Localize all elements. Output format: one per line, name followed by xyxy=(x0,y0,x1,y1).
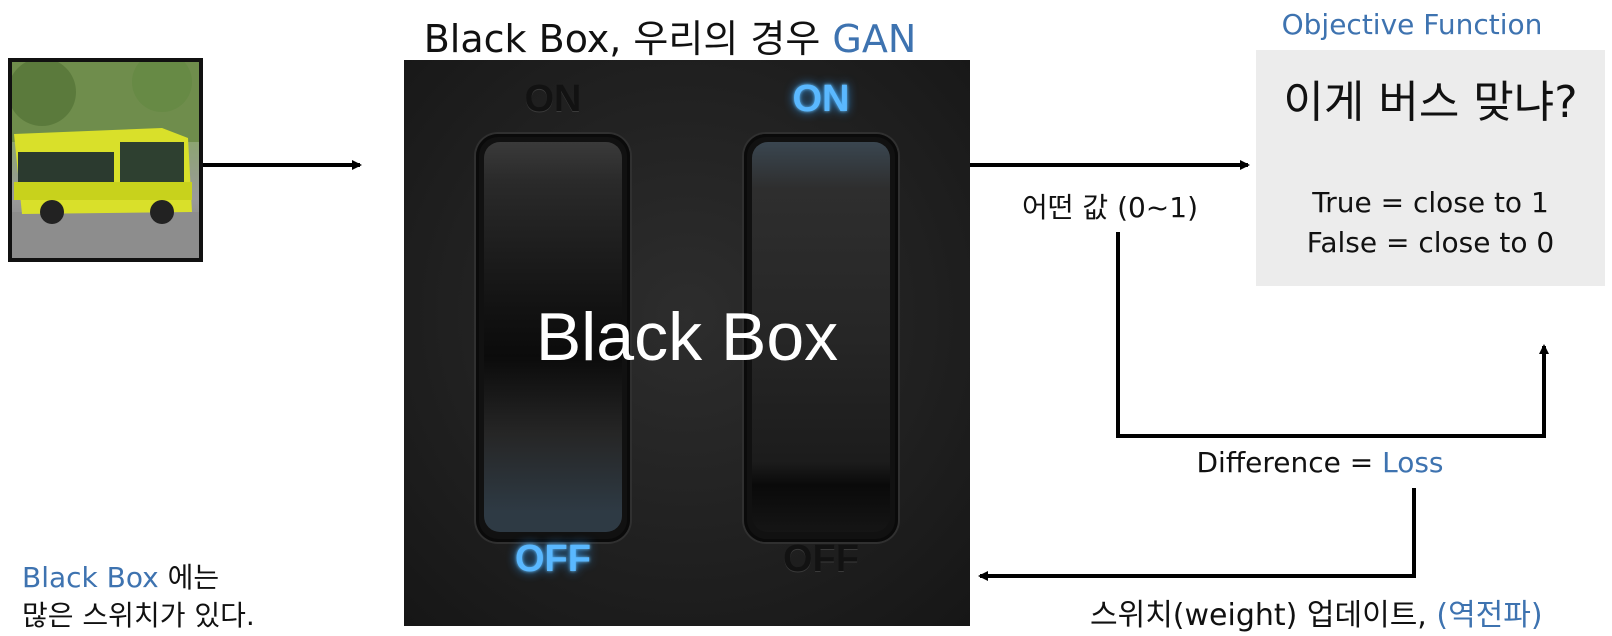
difference-label: Difference = Loss xyxy=(1170,446,1470,479)
black-box-switch-panel: ON ON OFF OFF Black Box xyxy=(404,60,970,626)
difference-prefix: Difference = xyxy=(1196,446,1383,479)
objective-question: 이게 버스 맞냐? xyxy=(1283,77,1578,128)
output-value-label: 어떤 값 (0~1) xyxy=(1021,191,1199,224)
true-condition: True = close to 1 xyxy=(1312,186,1549,219)
note-highlight: Black Box xyxy=(22,561,159,594)
note-line-1: Black Box 에는 xyxy=(22,556,219,596)
panel-title-prefix: Black Box, 우리의 경우 xyxy=(423,17,833,61)
objective-function-title: Objective Function xyxy=(1281,8,1543,41)
weight-update-label: 스위치(weight) 업데이트, (역전파) xyxy=(1090,590,1610,634)
panel-title-highlight: GAN xyxy=(832,17,917,61)
panel-title: Black Box, 우리의 경우 GAN xyxy=(380,8,960,63)
bus-illustration xyxy=(12,62,199,258)
left-switch-off-label: OFF xyxy=(515,538,591,580)
loss-highlight: Loss xyxy=(1382,446,1444,479)
update-arrow xyxy=(978,488,1416,581)
left-switch-rocker xyxy=(484,142,622,532)
objective-function-box: 이게 버스 맞냐? True = close to 1 False = clos… xyxy=(1256,50,1605,286)
right-switch-rocker xyxy=(752,142,890,532)
left-switch xyxy=(476,134,630,542)
note-line-2: 많은 스위치가 있다. xyxy=(22,599,255,632)
weight-update-prefix: 스위치(weight) 업데이트, xyxy=(1090,598,1437,633)
black-box-label: Black Box xyxy=(535,299,839,375)
false-condition: False = close to 0 xyxy=(1306,226,1555,259)
backprop-highlight: (역전파) xyxy=(1436,598,1543,633)
loss-arrow xyxy=(1116,232,1549,438)
note-line-1-suffix: 에는 xyxy=(158,561,220,594)
right-switch-on-label: ON xyxy=(792,78,850,120)
right-switch-off-label: OFF xyxy=(783,538,859,580)
bus-image xyxy=(8,58,203,262)
right-switch xyxy=(744,134,898,542)
left-switch-on-label: ON xyxy=(524,78,582,120)
